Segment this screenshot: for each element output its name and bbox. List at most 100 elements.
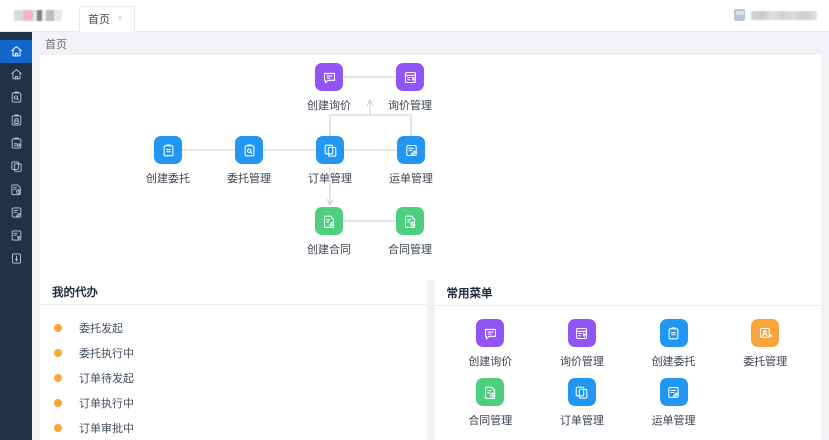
sidebar-item-waybills[interactable] (0, 201, 32, 224)
flow-node-label: 合同管理 (388, 244, 432, 256)
inquiry-yuan-icon (567, 319, 596, 347)
flow-node-label: 创建询价 (307, 100, 351, 112)
quick-menu-item-contract-manage[interactable]: 合同管理 (445, 378, 537, 428)
document-edit-icon (659, 378, 688, 406)
user-name (751, 10, 817, 20)
clipboard-icon (659, 319, 688, 347)
flow-node-label: 运单管理 (389, 173, 433, 185)
todo-item-label: 委托发起 (79, 322, 123, 335)
process-flow-panel: 创建询价 询价管理 创建委托 (40, 55, 821, 280)
todo-list: 委托发起 委托执行中 订单待发起 订单执行中 订单审批中 (40, 305, 427, 440)
quick-menu-item-waybill-manage[interactable]: 运单管理 (628, 378, 720, 428)
sidebar-item-dashboard[interactable] (0, 63, 32, 86)
copy-documents-icon (567, 378, 596, 406)
close-icon[interactable]: × (117, 13, 123, 24)
document-yuan-icon (10, 229, 23, 242)
copy-documents-icon (316, 136, 344, 164)
flow-node-label: 订单管理 (308, 173, 352, 185)
flow-node-create-contract[interactable]: 创建合同 (294, 207, 364, 257)
inquiry-yuan-icon (396, 63, 424, 91)
bottom-panels: 我的代办 委托发起 委托执行中 订单待发起 订单执行中 (32, 280, 829, 440)
flow-node-create-entrust[interactable]: 创建委托 (133, 136, 203, 186)
avatar (734, 9, 745, 21)
person-add-icon (751, 319, 780, 347)
status-dot-icon (54, 373, 62, 382)
list-item[interactable]: 订单审批中 (54, 415, 427, 440)
status-dot-icon (54, 323, 62, 332)
main-content: 首页 (32, 32, 829, 440)
clipboard-lock-icon (10, 114, 23, 127)
breadcrumb: 首页 (32, 32, 829, 55)
sidebar (0, 32, 32, 440)
clipboard-icon (154, 136, 182, 164)
tab-home[interactable]: 首页 × (79, 6, 135, 32)
top-bar-user-area[interactable] (734, 0, 829, 31)
inquiry-chat-icon (476, 319, 505, 347)
contract-clock-icon (396, 207, 424, 235)
quick-menu-item-inquiry-manage[interactable]: 询价管理 (536, 319, 628, 369)
flow-node-waybill-manage[interactable]: 运单管理 (376, 136, 446, 186)
todo-item-label: 委托执行中 (79, 347, 134, 360)
list-item[interactable]: 订单执行中 (54, 390, 427, 415)
flow-node-create-inquiry[interactable]: 创建询价 (294, 63, 364, 113)
quick-menu-panel: 常用菜单 创建询价 (434, 280, 822, 440)
todo-panel-title: 我的代办 (40, 280, 427, 305)
house-outline-icon (10, 68, 23, 81)
flow-node-label: 询价管理 (388, 100, 432, 112)
flow-node-inquiry-manage[interactable]: 询价管理 (375, 63, 445, 113)
quick-menu-item-label: 合同管理 (468, 415, 513, 427)
sidebar-item-contracts[interactable] (0, 178, 32, 201)
list-item[interactable]: 订单待发起 (54, 365, 427, 390)
quick-menu-grid: 创建询价 询价管理 (435, 306, 822, 428)
quick-menu-item-create-entrust[interactable]: 创建委托 (628, 319, 720, 369)
quick-menu-item-label: 询价管理 (559, 356, 604, 368)
quick-menu-item-label: 订单管理 (559, 415, 604, 427)
quick-menu-item-label: 创建询价 (468, 356, 513, 368)
list-item[interactable]: 委托执行中 (54, 340, 427, 365)
todo-item-label: 订单执行中 (79, 397, 134, 410)
home-icon (10, 45, 23, 58)
quick-menu-item-label: 运单管理 (651, 415, 696, 427)
logo-image (13, 9, 62, 21)
copy-documents-icon (10, 160, 23, 173)
tab-strip: 首页 × (75, 0, 734, 32)
quick-menu-item-order-manage[interactable]: 订单管理 (536, 378, 628, 428)
sidebar-item-approval[interactable] (0, 132, 32, 155)
flow-node-contract-manage[interactable]: 合同管理 (375, 207, 445, 257)
flow-node-label: 创建合同 (307, 244, 351, 256)
quick-menu-item-create-inquiry[interactable]: 创建询价 (445, 319, 537, 369)
document-pin-icon (10, 252, 23, 265)
clipboard-search-icon (10, 91, 23, 104)
flow-connectors (179, 55, 412, 280)
breadcrumb-item-home[interactable]: 首页 (45, 38, 67, 51)
flow-node-order-manage[interactable]: 订单管理 (295, 136, 365, 186)
status-dot-icon (54, 398, 62, 407)
document-edit-icon (10, 206, 23, 219)
tab-home-label: 首页 (88, 14, 110, 26)
quick-menu-item-entrust-manage[interactable]: 委托管理 (719, 319, 811, 369)
sidebar-item-orders[interactable] (0, 155, 32, 178)
sidebar-item-home[interactable] (0, 40, 32, 63)
sidebar-item-entrust[interactable] (0, 109, 32, 132)
sidebar-item-settlement[interactable] (0, 224, 32, 247)
app-logo[interactable] (0, 0, 75, 31)
list-item[interactable]: 委托发起 (54, 315, 427, 340)
inquiry-chat-icon (315, 63, 343, 91)
quick-menu-title: 常用菜单 (434, 280, 821, 306)
sidebar-item-inquiry[interactable] (0, 86, 32, 109)
flow-node-entrust-manage[interactable]: 委托管理 (214, 136, 284, 186)
flow-node-label: 委托管理 (227, 173, 271, 185)
status-dot-icon (54, 423, 62, 432)
flow-node-label: 创建委托 (146, 173, 190, 185)
document-clock-icon (10, 183, 23, 196)
clipboard-search-icon (235, 136, 263, 164)
document-edit-icon (397, 136, 425, 164)
contract-clock-icon (476, 378, 505, 406)
clipboard-check-icon (10, 137, 23, 150)
status-dot-icon (54, 348, 62, 357)
todo-panel: 我的代办 委托发起 委托执行中 订单待发起 订单执行中 (40, 280, 427, 440)
contract-edit-icon (315, 207, 343, 235)
todo-item-label: 订单待发起 (79, 372, 134, 385)
quick-menu-item-label: 创建委托 (651, 356, 696, 368)
sidebar-item-reports[interactable] (0, 247, 32, 270)
